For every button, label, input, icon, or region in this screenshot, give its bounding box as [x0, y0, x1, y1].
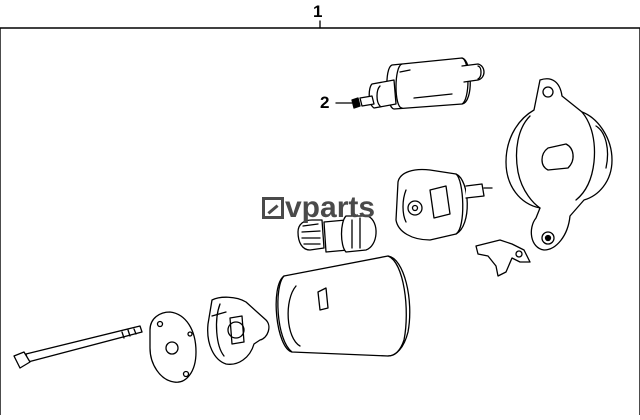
- solenoid-terminal-nut: [351, 97, 361, 109]
- drive-housing-part: [505, 78, 613, 251]
- watermark: vparts: [262, 193, 375, 223]
- callout-2: 2: [320, 93, 330, 112]
- watermark-text: vparts: [285, 191, 376, 224]
- solenoid-part: [359, 57, 485, 110]
- shift-lever-part: [475, 239, 531, 277]
- callout-1: 1: [313, 2, 323, 21]
- brush-holder-part: [207, 296, 270, 365]
- planetary-gear-part: [395, 168, 493, 241]
- end-cover-part: [149, 311, 197, 383]
- through-bolt-part: [13, 325, 143, 369]
- watermark-logo-icon: [262, 197, 284, 219]
- yoke-part: [275, 255, 411, 357]
- armature-part: [297, 215, 377, 253]
